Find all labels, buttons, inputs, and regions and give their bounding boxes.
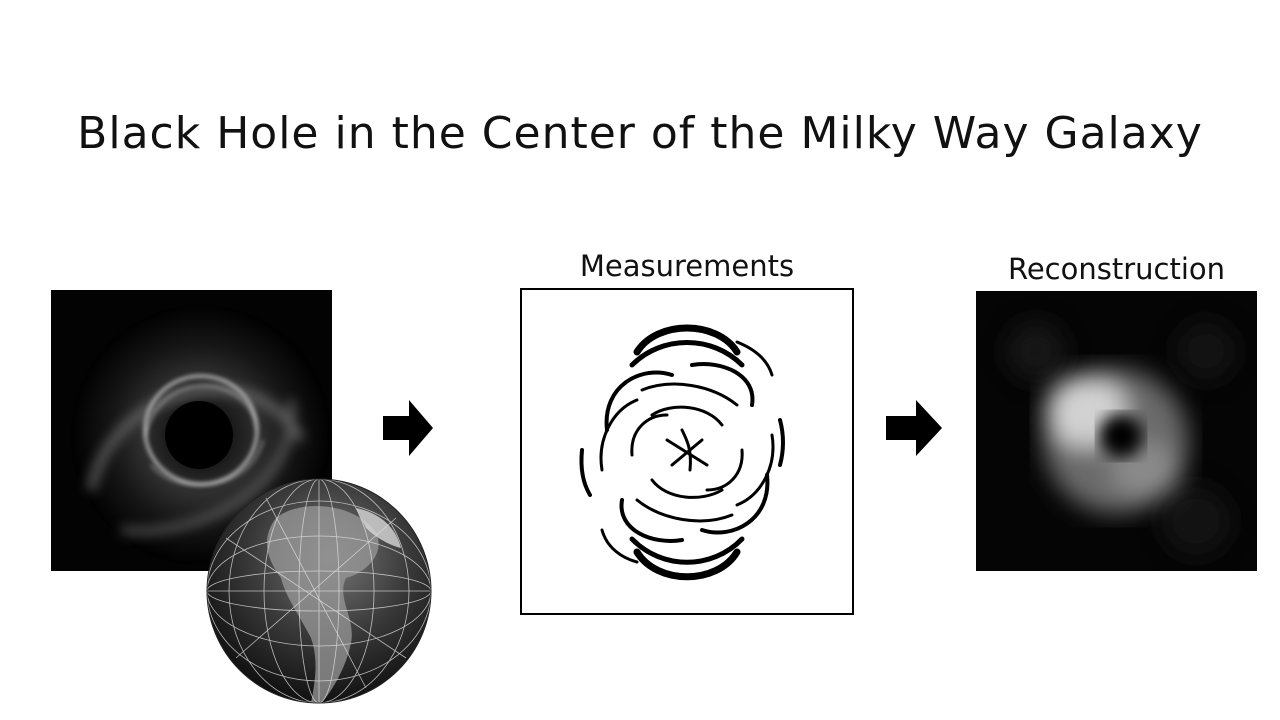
reconstruction-label: Reconstruction — [1007, 252, 1226, 286]
measurements-panel — [520, 288, 854, 615]
reconstruction-image — [976, 291, 1257, 571]
slide-title: Black Hole in the Center of the Milky Wa… — [77, 108, 1203, 159]
uv-coverage-tracks-icon — [579, 324, 785, 581]
measurements-label: Measurements — [579, 249, 795, 283]
earth-globe-icon — [206, 478, 432, 704]
arrow-right-icon — [886, 400, 942, 460]
reconstructed-black-hole-icon — [976, 291, 1257, 571]
arrow-right-icon — [383, 400, 433, 460]
earth-globe — [206, 478, 432, 704]
